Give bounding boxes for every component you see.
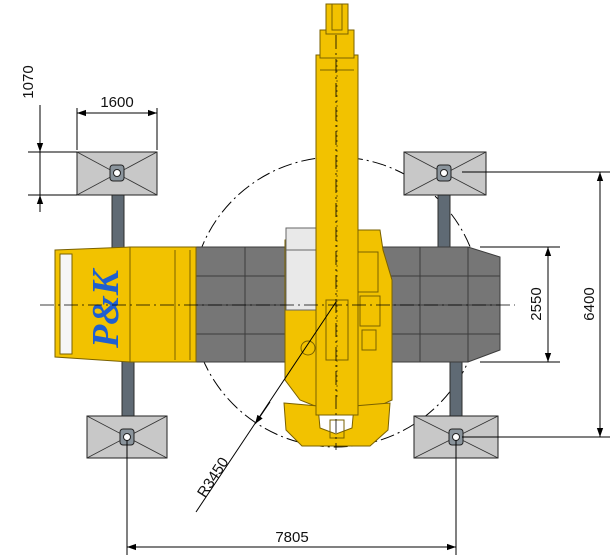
counterweight [283,402,391,447]
outrigger-pad-front-right [403,151,487,196]
boom [315,3,359,416]
dim-track-gauge: 2550 [528,287,545,320]
crane-cab [54,246,197,363]
dim-swing-radius: R3450 [194,454,232,500]
outrigger-pad-front-left [76,151,158,196]
dim-outrigger-span-width: 7805 [275,529,308,546]
dim-pad-length: 1070 [20,65,37,98]
center-lines [40,35,515,450]
dim-outrigger-span-length: 6400 [581,287,598,320]
brand-logo: P&K [85,267,127,349]
dim-pad-width: 1600 [100,94,133,111]
dimension-lines [28,105,610,555]
outrigger-pads [76,151,499,459]
